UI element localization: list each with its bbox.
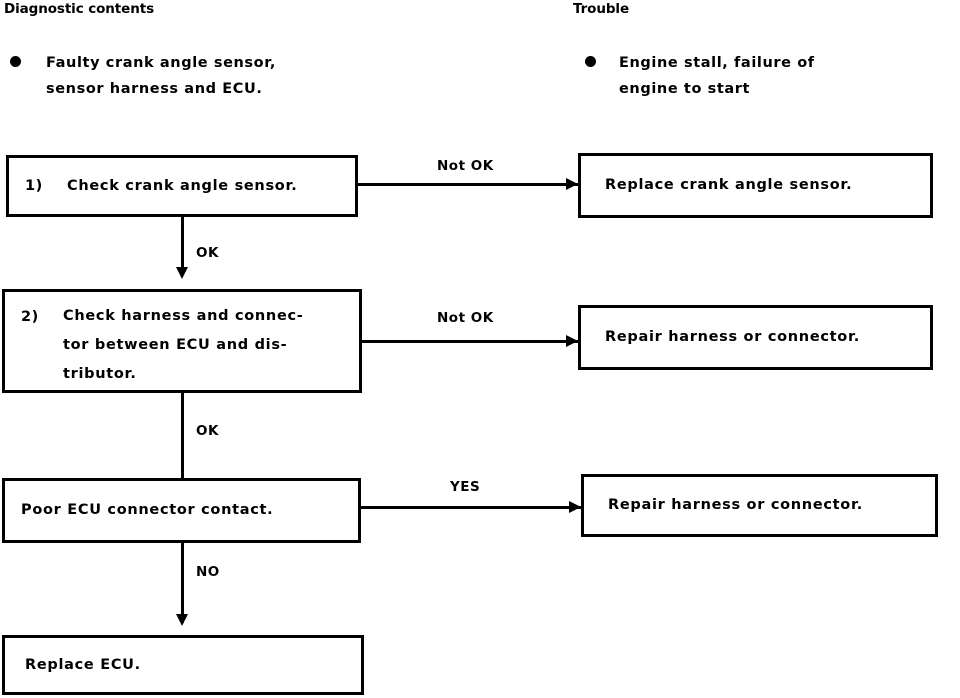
connector-step2-to-result2: [361, 340, 580, 343]
connector-step3-to-result3: [360, 506, 583, 509]
column-heading-diagnostic-contents: Diagnostic contents: [4, 1, 155, 17]
step-text-2: Check harness and connec- tor between EC…: [63, 308, 304, 382]
trouble-summary-text: Engine stall, failure of engine to start: [619, 55, 815, 97]
flow-box-step-2: 2) Check harness and connec- tor between…: [2, 289, 362, 393]
step-number-1: 1): [25, 178, 43, 194]
edge-label-step2-ok: OK: [196, 423, 219, 439]
result-text-3: Repair harness or connector.: [608, 497, 863, 513]
result-text-1: Replace crank angle sensor.: [605, 177, 853, 193]
flow-box-result-1: Replace crank angle sensor.: [578, 153, 933, 218]
connector-step1-to-result1: [358, 183, 580, 186]
arrowhead-down-icon: [176, 614, 188, 626]
diagnostic-summary-text: Faulty crank angle sensor, sensor harnes…: [46, 55, 276, 97]
connector-step3-to-step4: [181, 543, 184, 623]
arrowhead-right-icon: [566, 335, 578, 347]
edge-label-step1-ok: OK: [196, 245, 219, 261]
step-number-2: 2): [21, 309, 39, 325]
edge-label-step3-no: NO: [196, 564, 220, 580]
step-text-4: Replace ECU.: [25, 656, 141, 673]
flow-box-step-4: Replace ECU.: [2, 635, 364, 695]
connector-step2-to-step3: [181, 393, 184, 478]
bullet-dot-icon: [585, 56, 596, 67]
flow-box-step-3: Poor ECU connector contact.: [2, 478, 361, 543]
flow-box-step-1: 1) Check crank angle sensor.: [6, 155, 358, 217]
column-heading-trouble: Trouble: [573, 1, 630, 17]
result-text-2: Repair harness or connector.: [605, 329, 860, 345]
edge-label-step3-yes: YES: [450, 479, 481, 495]
step-text-1: Check crank angle sensor.: [67, 177, 298, 194]
connector-step1-to-step2: [181, 217, 184, 275]
edge-label-step2-not-ok: Not OK: [437, 310, 494, 326]
arrowhead-right-icon: [566, 178, 578, 190]
edge-label-step1-not-ok: Not OK: [437, 158, 494, 174]
step-text-3: Poor ECU connector contact.: [21, 502, 274, 518]
arrowhead-right-icon: [569, 501, 581, 513]
arrowhead-down-icon: [176, 267, 188, 279]
flow-box-result-3: Repair harness or connector.: [581, 474, 938, 537]
flow-box-result-2: Repair harness or connector.: [578, 305, 933, 370]
bullet-dot-icon: [10, 56, 21, 67]
